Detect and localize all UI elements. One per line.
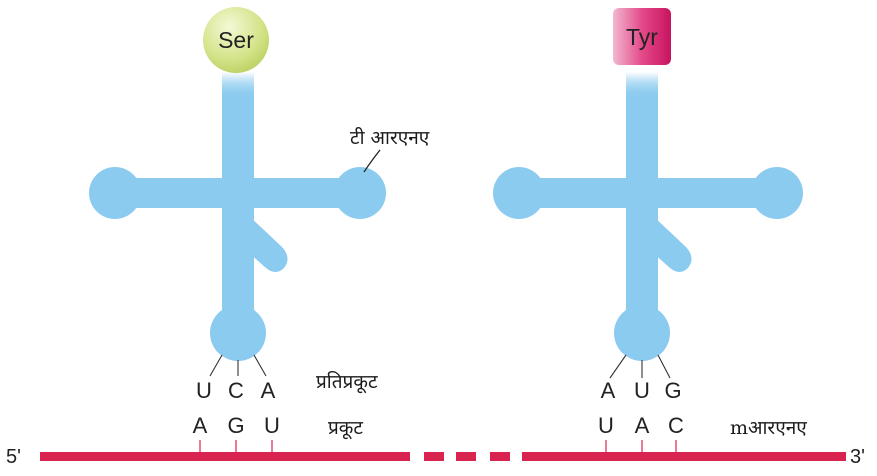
codon-base: A bbox=[635, 413, 650, 438]
codon-base: U bbox=[598, 413, 614, 438]
mrna-label: mआरएनए bbox=[730, 417, 807, 439]
three-prime-label: 3' bbox=[850, 446, 865, 468]
amino-acid-label: Ser bbox=[218, 27, 254, 53]
anticodon-connectors bbox=[209, 354, 671, 379]
codon-ticks bbox=[199, 440, 677, 452]
codon-base: U bbox=[264, 413, 280, 438]
codon-base: A bbox=[193, 413, 208, 438]
anticodon-base: U bbox=[634, 378, 650, 403]
anticodon-base: U bbox=[196, 378, 212, 403]
trna-pointer-line bbox=[363, 149, 381, 173]
anticodon-label: प्रतिप्रकूट bbox=[316, 370, 378, 394]
amino-acid-ser bbox=[203, 7, 269, 73]
trna-body bbox=[493, 72, 803, 361]
mrna-strand bbox=[40, 452, 846, 461]
trna-molecule-ser: Ser bbox=[89, 7, 386, 361]
trna-body bbox=[89, 72, 386, 361]
amino-acid-tyr bbox=[613, 8, 671, 65]
codon-base: C bbox=[668, 413, 684, 438]
amino-acid-label: Tyr bbox=[626, 24, 658, 50]
trna-label: टी आरएनए bbox=[350, 126, 430, 149]
trna-molecule-tyr: Tyr bbox=[493, 8, 803, 361]
anticodon-base: C bbox=[228, 378, 244, 403]
codon-base: G bbox=[227, 413, 244, 438]
anticodon-base: G bbox=[664, 378, 681, 403]
codon-label: प्रकूट bbox=[328, 417, 363, 440]
anticodon-base: A bbox=[261, 378, 276, 403]
five-prime-label: 5' bbox=[6, 446, 21, 468]
anticodon-base: A bbox=[601, 378, 616, 403]
